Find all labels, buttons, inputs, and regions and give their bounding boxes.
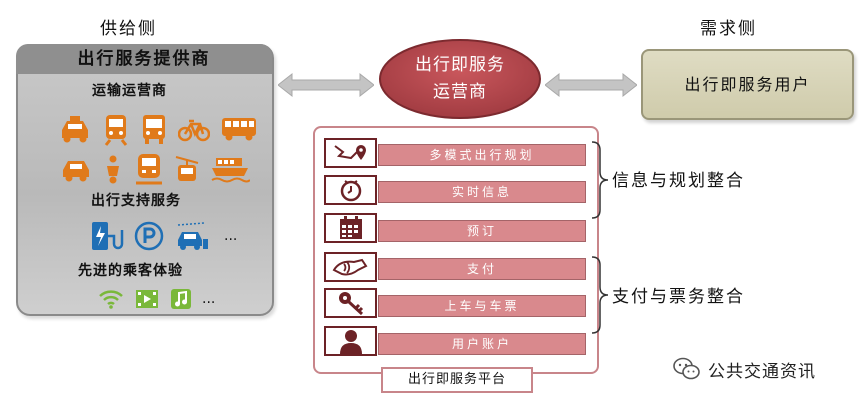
contactless-payment-icon — [324, 252, 377, 282]
scooter-icon — [107, 155, 119, 184]
payment-ticketing-integration: 支付与票务整合 — [612, 287, 745, 307]
music-icon — [171, 289, 191, 309]
clock-icon — [324, 175, 377, 205]
wechat-icon — [673, 357, 700, 380]
operator-label-line-1: 出行即服务 — [415, 55, 505, 75]
bicycle-icon — [178, 119, 210, 142]
info-brace — [591, 141, 609, 219]
calendar-icon — [324, 213, 377, 243]
bus-icon — [143, 115, 165, 144]
platform-item-payment: 支付 — [378, 258, 586, 280]
experience-icons-row: ... — [98, 288, 215, 310]
operator-label: 出行即服务 运营商 — [378, 52, 542, 106]
video-icon — [136, 290, 158, 308]
operator-demand-arrow — [545, 72, 637, 98]
ferry-icon — [211, 158, 250, 183]
cable-car-icon — [175, 156, 199, 181]
car-wash-icon — [177, 222, 208, 250]
transport-operators-label: 运输运营商 — [92, 83, 167, 99]
transport-icons-row-2 — [60, 152, 250, 186]
supply-side-title: 供给侧 — [100, 19, 157, 39]
train-icon — [136, 154, 162, 185]
user-icon — [324, 326, 377, 356]
supply-header-bar — [16, 44, 272, 74]
operator-label-line-2: 运营商 — [433, 82, 487, 102]
platform-item-realtime: 实时信息 — [378, 181, 586, 203]
footer-brand: 公共交通资讯 — [672, 356, 816, 382]
experience-ellipsis: ... — [202, 291, 216, 307]
ev-charging-icon — [92, 222, 124, 250]
taxi-icon — [62, 116, 88, 143]
platform-item-account: 用户账户 — [378, 333, 586, 355]
support-icons-row: ... — [90, 220, 237, 252]
wifi-icon — [99, 290, 123, 309]
demand-side-title: 需求侧 — [700, 19, 757, 39]
demand-users-label: 出行即服务用户 — [684, 75, 811, 94]
transport-icons-row-1 — [58, 112, 258, 146]
demand-box — [641, 49, 854, 120]
platform-item-booking: 预订 — [378, 220, 586, 242]
car-icon — [63, 161, 89, 182]
platform-item-boarding: 上车与车票 — [378, 295, 586, 317]
platform-item-planning: 多模式出行规划 — [378, 144, 586, 166]
parking-icon — [134, 221, 164, 251]
map-route-icon — [324, 138, 377, 168]
footer-brand-text: 公共交通资讯 — [708, 361, 816, 382]
info-planning-integration: 信息与规划整合 — [612, 171, 745, 191]
support-ellipsis: ... — [224, 228, 238, 244]
support-services-label: 出行支持服务 — [91, 193, 181, 209]
passenger-experience-label: 先进的乘客体验 — [78, 263, 183, 279]
operator-ellipse — [379, 39, 541, 119]
key-icon — [324, 288, 377, 318]
tram-icon — [104, 115, 128, 146]
supply-operator-arrow — [278, 72, 374, 98]
platform-name: 出行即服务平台 — [381, 367, 533, 393]
coach-bus-icon — [222, 118, 256, 141]
supply-header: 出行服务提供商 — [77, 49, 211, 69]
payment-brace — [591, 256, 609, 334]
